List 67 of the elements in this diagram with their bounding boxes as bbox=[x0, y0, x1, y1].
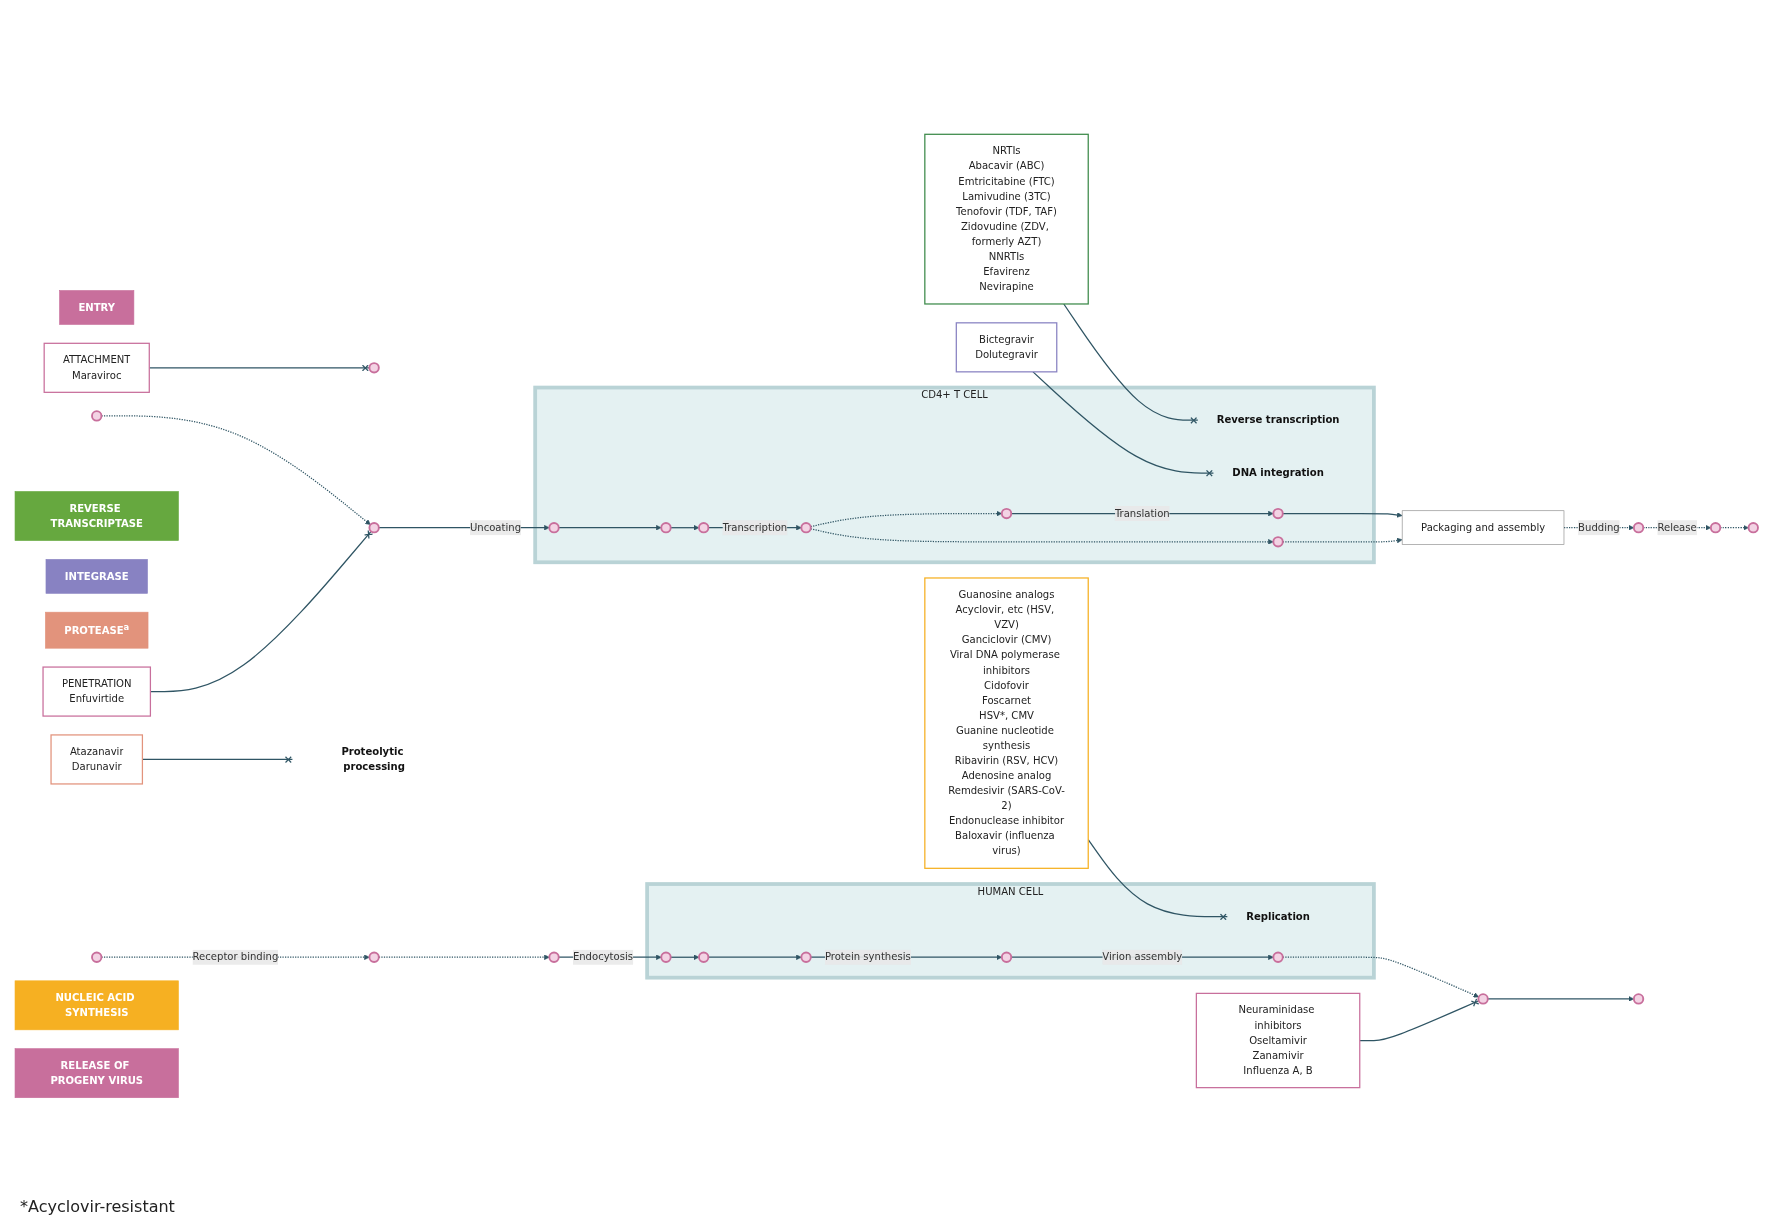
edge-label: Translation bbox=[1114, 507, 1170, 520]
node-text: Replication bbox=[1246, 910, 1310, 923]
arrow bbox=[1282, 512, 1403, 518]
connector bbox=[1063, 303, 1199, 424]
footnote: *Acyclovir-resistant bbox=[20, 1197, 175, 1216]
node-box: Packaging and assembly bbox=[1401, 510, 1565, 545]
edge-label: Budding bbox=[1578, 521, 1620, 534]
arrow bbox=[1282, 956, 1479, 998]
arrow bbox=[1719, 524, 1749, 531]
node-box: PENETRATION Enfuvirtide bbox=[42, 666, 152, 717]
node-circle bbox=[1632, 993, 1645, 1005]
arrow bbox=[378, 954, 550, 960]
node-circle bbox=[660, 522, 672, 534]
node-circle bbox=[1272, 951, 1284, 963]
node-circle bbox=[548, 951, 560, 963]
arrow bbox=[670, 524, 700, 531]
arrow bbox=[1487, 996, 1635, 1002]
node-box: ENTRY bbox=[59, 290, 135, 325]
node-box: NRTIs Abacavir (ABC) Emtricitabine (FTC) Lamivudine (3TC) Tenofovir (TDF, TAF) Zidovudine (ZDV, formerly AZT) NNRTIs Efavirenz Nevirapine bbox=[924, 133, 1089, 305]
node-box: Guanosine analogs Acyclovir, etc (HSV, VZV) Ganciclovir (CMV) Viral DNA polymerase inhibitors Cidofovir Foscarnet HSV*, CMV Guanine nucleotide synthesis Ribavirin (RSV, HCV) Adenosine analog Remdesivir (SARS-CoV-2) Endonuclease inhibitor Baloxavir (influenza virus) bbox=[924, 577, 1089, 869]
arrow bbox=[558, 524, 662, 531]
node-circle bbox=[1000, 951, 1013, 963]
node-circle bbox=[91, 410, 103, 422]
node-box: NUCLEIC ACID SYNTHESIS bbox=[14, 980, 179, 1031]
node-circle bbox=[368, 951, 380, 963]
node-circle bbox=[1272, 507, 1284, 520]
node-text: Reverse transcription bbox=[1216, 413, 1340, 426]
arrow bbox=[810, 528, 1274, 545]
edge-label: Endocytosis bbox=[572, 950, 633, 963]
node-circle bbox=[91, 951, 103, 963]
node-box: Atazanavir Darunavir bbox=[50, 734, 144, 785]
node-text: Proteolytic processing bbox=[341, 745, 405, 773]
edge-label: Protein synthesis bbox=[824, 950, 911, 963]
node-circle bbox=[698, 951, 710, 963]
node-circle bbox=[660, 951, 672, 963]
arrow bbox=[810, 510, 1003, 528]
node-box: Bictegravir Dolutegravir bbox=[955, 322, 1058, 373]
arrow bbox=[100, 415, 371, 525]
node-box: INTEGRASE bbox=[45, 559, 148, 594]
node-circle bbox=[1272, 536, 1284, 548]
edge-label: Transcription bbox=[722, 521, 788, 534]
node-circle bbox=[1747, 522, 1759, 534]
node-circle bbox=[800, 951, 812, 963]
edge-label: Receptor binding bbox=[192, 950, 279, 963]
node-box: RELEASE OF PROGENY VIRUS bbox=[14, 1048, 179, 1098]
edge-label: Virion assembly bbox=[1102, 950, 1183, 963]
arrow bbox=[1282, 537, 1403, 544]
edge-label: Release bbox=[1657, 521, 1697, 534]
node-circle bbox=[698, 522, 710, 534]
node-box: Neuraminidase inhibitors Oseltamivir Zanamivir Influenza A, B bbox=[1195, 992, 1361, 1089]
node-circle bbox=[1477, 993, 1489, 1005]
node-circle bbox=[368, 362, 380, 374]
arrow bbox=[670, 954, 700, 960]
connector bbox=[1359, 998, 1480, 1042]
node-box: PROTEASE$^{a}$ bbox=[45, 611, 149, 649]
node-circle bbox=[1632, 522, 1645, 534]
node-box: ATTACHMENT Maraviroc bbox=[43, 342, 150, 393]
node-circle bbox=[368, 522, 380, 534]
edge-label: Uncoating bbox=[469, 521, 522, 534]
node-circle bbox=[548, 522, 560, 534]
node-circle bbox=[1709, 522, 1722, 534]
node-box: REVERSE TRANSCRIPTASE bbox=[14, 491, 179, 541]
node-text: DNA integration bbox=[1232, 466, 1324, 479]
connector bbox=[1032, 371, 1215, 477]
node-circle bbox=[800, 522, 812, 534]
arrow bbox=[707, 954, 802, 960]
node-circle bbox=[1000, 507, 1013, 520]
